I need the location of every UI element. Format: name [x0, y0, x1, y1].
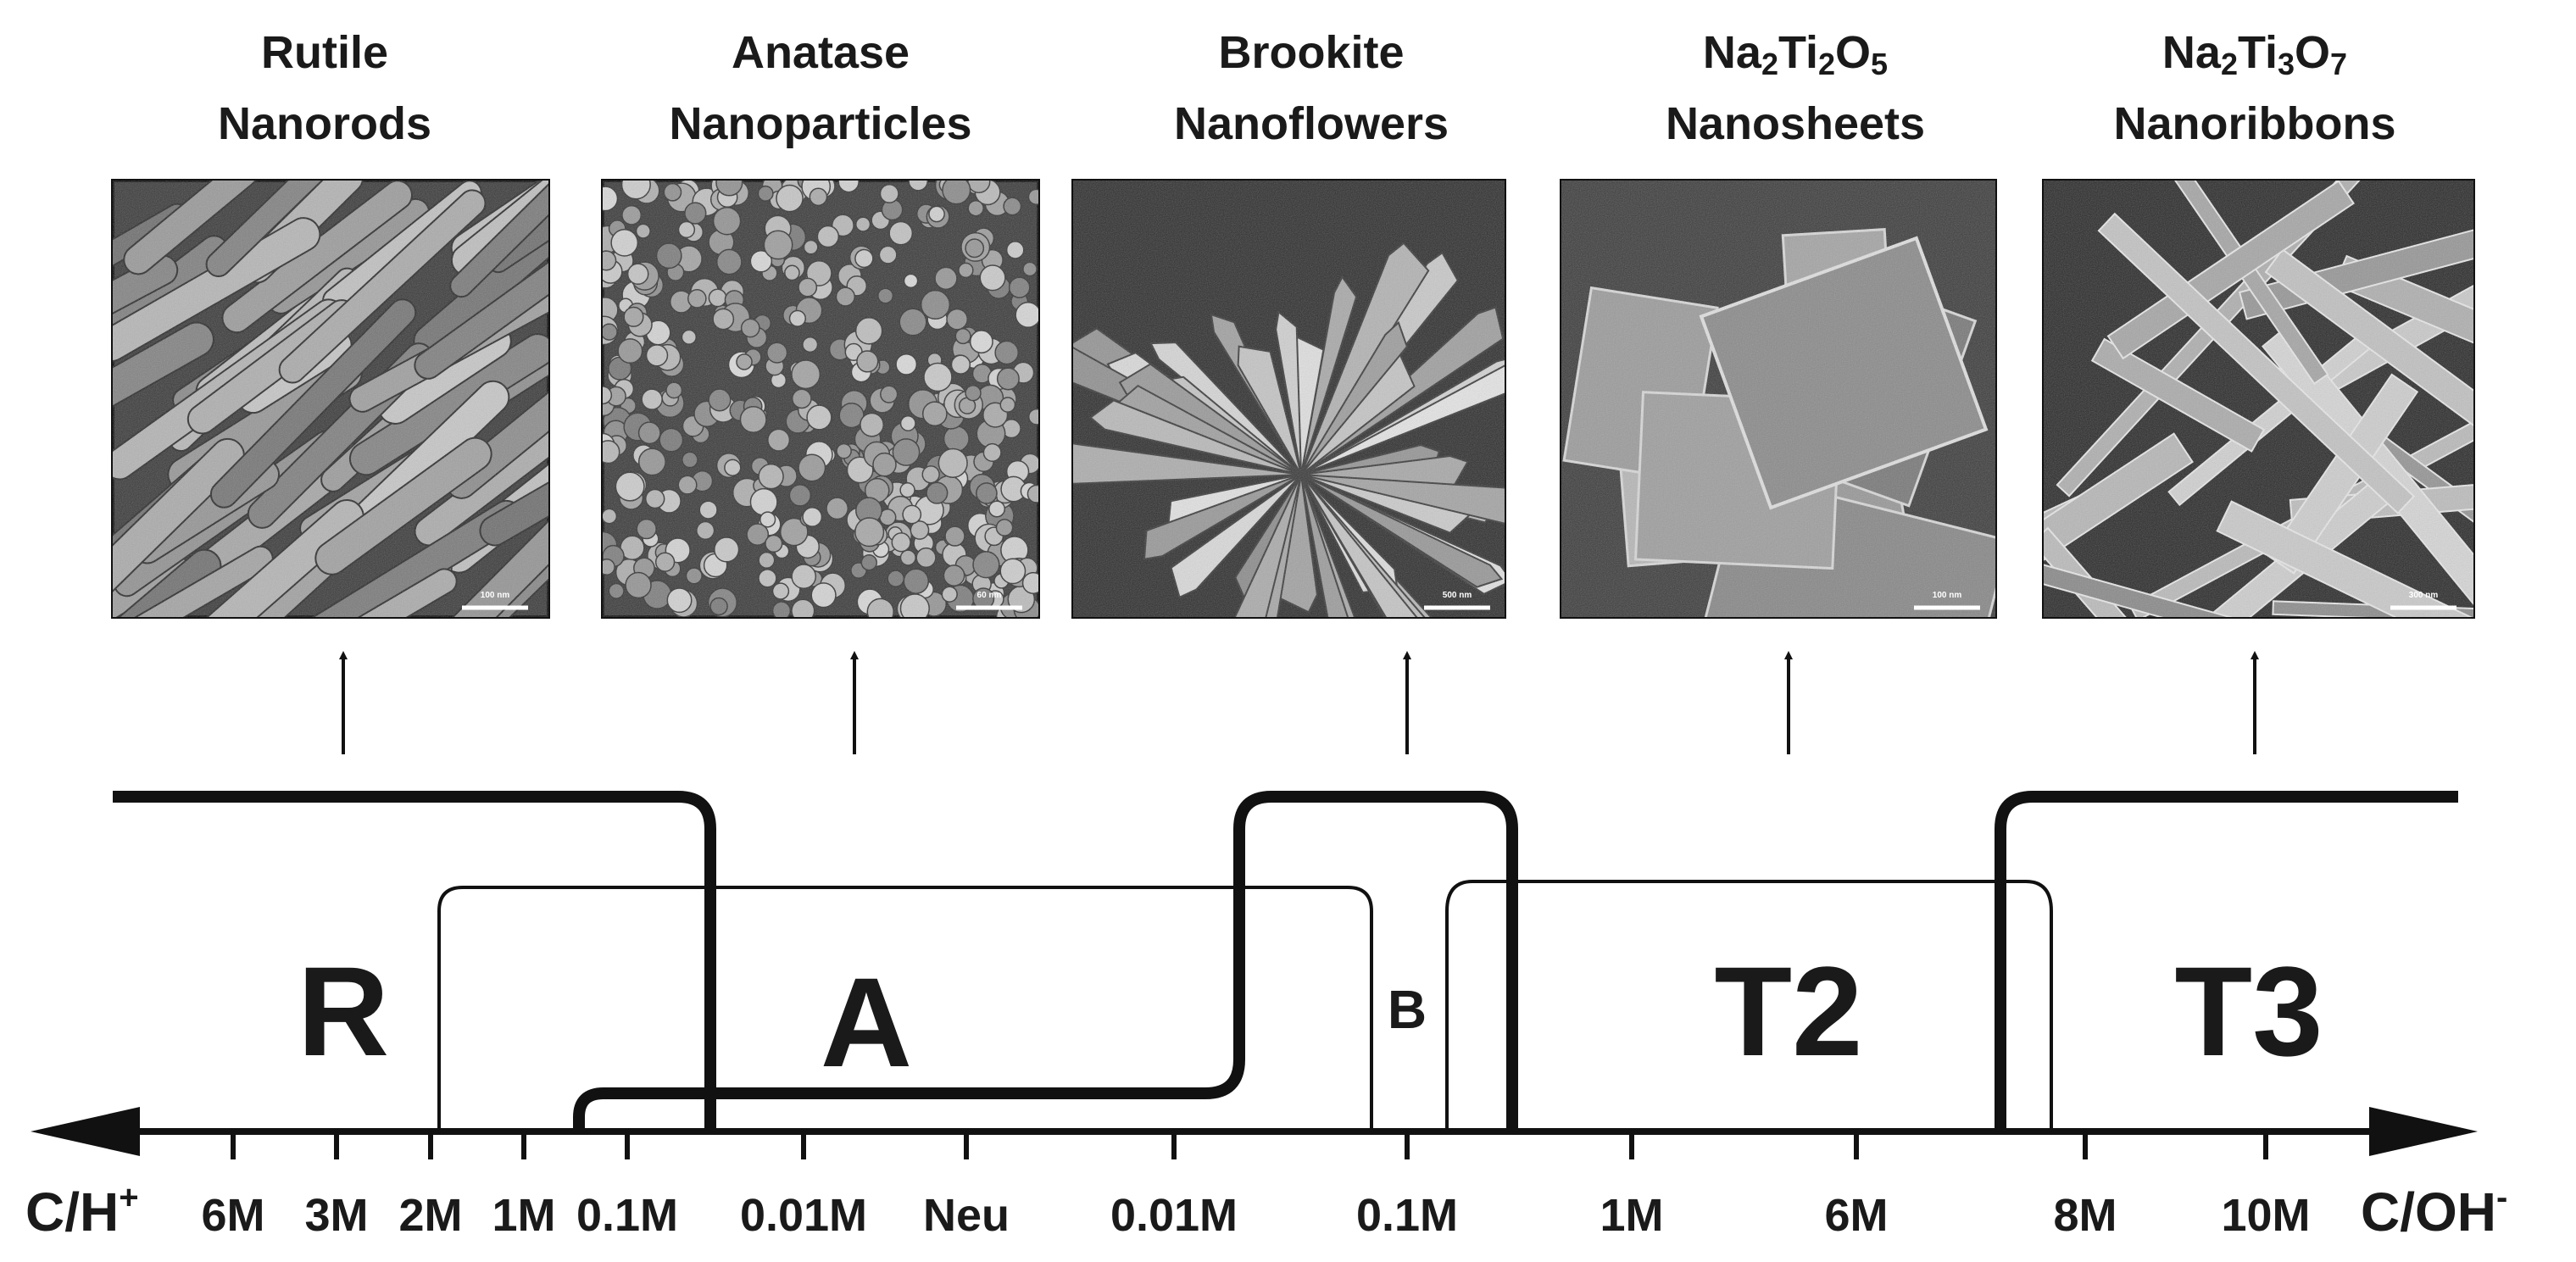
- micrograph-brookite-nanoflowers: 500 nm: [1071, 179, 1506, 619]
- panel-title-na2ti2o5: Na2Ti2O5: [1703, 27, 1888, 81]
- region-label-b: B: [1388, 979, 1427, 1040]
- panel-titles: Rutile Nanorods Anatase Nanoparticles Br…: [218, 27, 2396, 149]
- axis-right-arrow: [2369, 1107, 2478, 1156]
- t3-boundary: [1995, 791, 2458, 1131]
- region-label-t2: T2: [1714, 940, 1862, 1082]
- axis-tick-label: 3M: [304, 1190, 368, 1241]
- axis-tick-label: 10M: [2221, 1190, 2310, 1241]
- phase-boundaries: [113, 791, 2458, 1131]
- t2-boundary: [1445, 880, 2053, 1131]
- panel-subtitle-brookite: Nanoflowers: [1174, 98, 1449, 149]
- axis-left-arrow: [31, 1107, 140, 1156]
- panel-title-anatase: Anatase: [732, 27, 910, 78]
- axis-tick-label: 0.01M: [740, 1190, 867, 1241]
- micrograph-rutile-nanorods: 100 nm: [111, 179, 550, 619]
- scale-bar-label: 60 nm: [977, 591, 1002, 600]
- axis-tick-label: 1M: [1600, 1190, 1663, 1241]
- scale-bar-label: 500 nm: [1443, 591, 1472, 600]
- scale-bar-label: 100 nm: [481, 591, 510, 600]
- phase-arrows: [339, 651, 2259, 754]
- anatase-lower-boundary: [573, 791, 1518, 1131]
- axis-tick-label: 0.1M: [576, 1190, 678, 1241]
- panel-title-brookite: Brookite: [1218, 27, 1404, 78]
- scale-bar-label: 100 nm: [1933, 591, 1962, 600]
- axis-tick-label: 6M: [201, 1190, 264, 1241]
- region-label-t3: T3: [2174, 940, 2323, 1082]
- axis-tick-label: 8M: [2053, 1190, 2117, 1241]
- panel-subtitle-rutile: Nanorods: [218, 98, 431, 149]
- region-label-r: R: [298, 940, 389, 1082]
- region-label-a: A: [821, 951, 912, 1093]
- micrograph-na2ti2o5-nanosheets: 100 nm: [1560, 179, 1997, 619]
- axis-ticks: 6M 3M 2M 1M 0.1M 0.01M Neu 0.01M 0.1M 1M 6M 8M 10M: [201, 1131, 2311, 1241]
- micrograph-anatase-nanoparticles: 60 nm: [601, 179, 1040, 619]
- axis-tick-label: 6M: [1824, 1190, 1888, 1241]
- panel-subtitle-anatase: Nanoparticles: [669, 98, 971, 149]
- micrograph-na2ti3o7-nanoribbons: 300 nm: [2042, 179, 2475, 619]
- axis-left-end-label: C/H+: [25, 1179, 139, 1243]
- micrographs: 100 nm 60 nm 500 nm 100 nm: [111, 179, 2475, 619]
- region-labels: R A B T2 T3: [298, 940, 2323, 1093]
- axis-tick-label: Neu: [923, 1190, 1010, 1241]
- axis-tick-label: 2M: [398, 1190, 462, 1241]
- axis-tick-label: 0.01M: [1110, 1190, 1238, 1241]
- axis-right-end-label: C/OH-: [2361, 1179, 2507, 1243]
- panel-subtitle-na2ti3o7: Nanoribbons: [2114, 98, 2396, 149]
- panel-subtitle-na2ti2o5: Nanosheets: [1666, 98, 1925, 149]
- scale-bar-label: 300 nm: [2409, 591, 2439, 600]
- axis-tick-label: 0.1M: [1356, 1190, 1458, 1241]
- panel-title-na2ti3o7: Na2Ti3O7: [2162, 27, 2347, 81]
- rutile-boundary: [113, 791, 716, 1131]
- anatase-upper-boundary: [437, 886, 1373, 1131]
- panel-title-rutile: Rutile: [261, 27, 388, 78]
- concentration-axis: 6M 3M 2M 1M 0.1M 0.01M Neu 0.01M 0.1M 1M 6M 8M 10M C…: [25, 1107, 2507, 1243]
- axis-tick-label: 1M: [492, 1190, 555, 1241]
